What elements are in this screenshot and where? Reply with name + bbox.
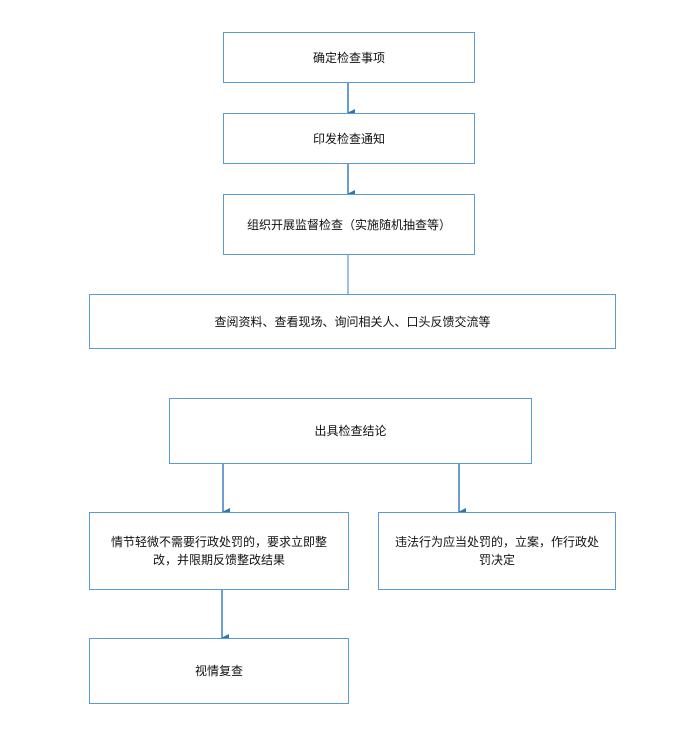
step-label-confirm-inspection: 确定检查事项 [312,50,385,65]
step-label-inspection-activities: 查阅资料、查看现场、询问相关人、口头反馈交流等 [214,314,491,329]
branch-label-minor-rectify: 情节轻微不需要行政处罚的，要求立即整改，并限期反馈整改结果 [110,535,327,567]
step-label-reinspection: 视情复查 [194,664,243,678]
step-label-conduct-inspection: 组织开展监督检查（实施随机抽查等） [246,217,451,232]
step-box-inspection-conclusion: 出具检查结论 [169,398,532,464]
branch-box-penalty-decision: 违法行为应当处罚的，立案，作行政处罚决定 [378,512,616,590]
step-label-inspection-conclusion: 出具检查结论 [314,424,387,438]
step-box-confirm-inspection: 确定检查事项 [223,32,475,83]
step-label-issue-notice: 印发检查通知 [312,131,385,146]
step-box-conduct-inspection: 组织开展监督检查（实施随机抽查等） [223,194,475,255]
step-box-issue-notice: 印发检查通知 [223,113,475,164]
branch-label-penalty-decision: 违法行为应当处罚的，立案，作行政处罚决定 [394,535,599,567]
step-box-inspection-activities: 查阅资料、查看现场、询问相关人、口头反馈交流等 [89,294,616,349]
step-box-reinspection: 视情复查 [89,638,349,704]
branch-box-minor-rectify: 情节轻微不需要行政处罚的，要求立即整改，并限期反馈整改结果 [89,512,349,590]
